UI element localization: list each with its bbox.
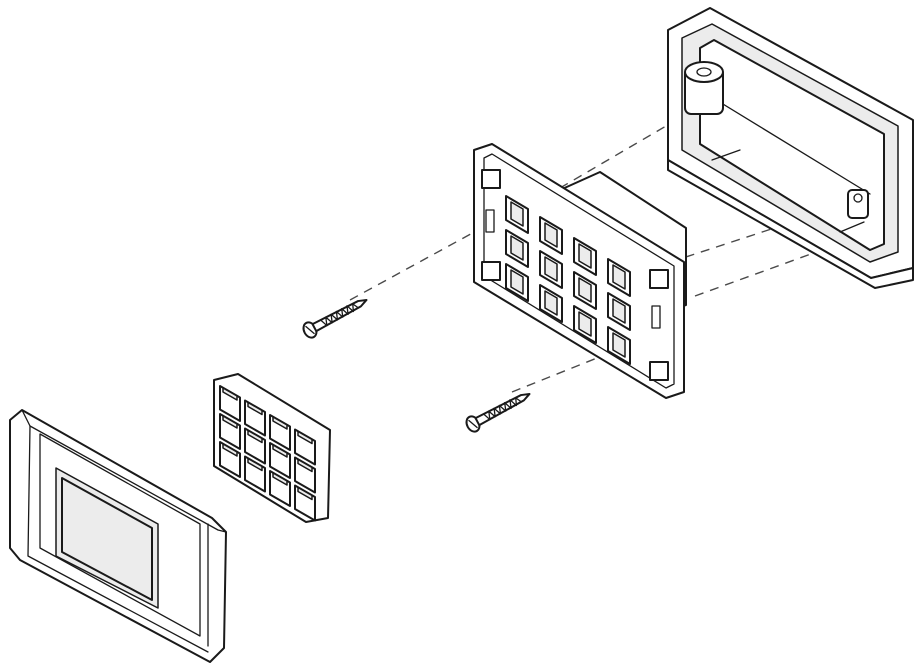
frame-port-opening	[510, 235, 524, 261]
insert-cell-latch	[222, 443, 238, 457]
back-box-screw-hole	[696, 67, 712, 77]
frame-port-opening	[578, 277, 592, 303]
frame-ear	[649, 361, 669, 381]
back-box-tab	[711, 149, 741, 161]
guide-bottom-screw	[511, 351, 613, 393]
back-box-screw-post-top	[684, 61, 724, 83]
faceplate-bevel	[21, 409, 227, 533]
frame-ear	[481, 261, 501, 281]
frame-port-opening	[578, 311, 592, 337]
insert-cell-latch	[272, 416, 288, 430]
back-box	[667, 7, 914, 289]
faceplate-bevel-edge	[27, 425, 209, 653]
frame-ear	[481, 169, 501, 189]
faceplate-face	[39, 433, 201, 637]
insert-cell-latch	[222, 387, 238, 401]
screw-thread	[319, 303, 359, 327]
guide-top-screw	[349, 229, 479, 301]
back-box-floor-edge	[699, 143, 885, 251]
screw	[465, 392, 531, 433]
back-box-screw-post-right	[847, 189, 869, 219]
screw-slot	[305, 325, 315, 335]
back-box-screw-hole-right	[853, 193, 863, 203]
faceplate-window	[55, 467, 159, 609]
insert-cells	[219, 385, 316, 522]
insert-cell-latch	[297, 486, 313, 501]
frame-port-opening	[612, 298, 626, 324]
frame-port-opening	[510, 269, 524, 295]
keystone-insert-grid	[213, 373, 331, 523]
insert-cell-latch	[297, 458, 313, 473]
frame-slot	[651, 305, 661, 329]
back-box-rib	[699, 89, 871, 195]
screw	[302, 298, 368, 339]
frame-slot	[485, 209, 495, 233]
frame-port-opening	[544, 222, 558, 248]
insert-cell-latch	[247, 401, 263, 416]
frame-port-opening	[510, 201, 524, 227]
frame-port-opening	[544, 256, 558, 282]
frame-ear	[649, 269, 669, 289]
frame-port-opening	[612, 264, 626, 290]
back-box-tab	[839, 221, 865, 233]
insert-cell-latch	[222, 415, 238, 429]
insert-cell-latch	[297, 430, 313, 445]
faceplate-window-inner	[61, 477, 153, 601]
screw-shaft	[311, 298, 368, 333]
frame-port-opening	[578, 243, 592, 269]
insert-cell-latch	[247, 457, 263, 472]
screw-slot	[468, 419, 478, 429]
screw-shaft	[474, 392, 531, 427]
frame-port-grid	[505, 195, 631, 365]
guide-frame-box-bottom	[694, 237, 856, 297]
insert-cell-latch	[247, 429, 263, 444]
frame-port-opening	[544, 290, 558, 316]
frame-port-opening	[612, 332, 626, 358]
faceplate-cover	[9, 409, 227, 663]
mounting-frame	[473, 143, 687, 399]
insert-cell-latch	[272, 472, 288, 486]
back-box-rim	[667, 159, 914, 289]
screw-thread	[482, 397, 522, 421]
insert-cell-latch	[272, 444, 288, 458]
